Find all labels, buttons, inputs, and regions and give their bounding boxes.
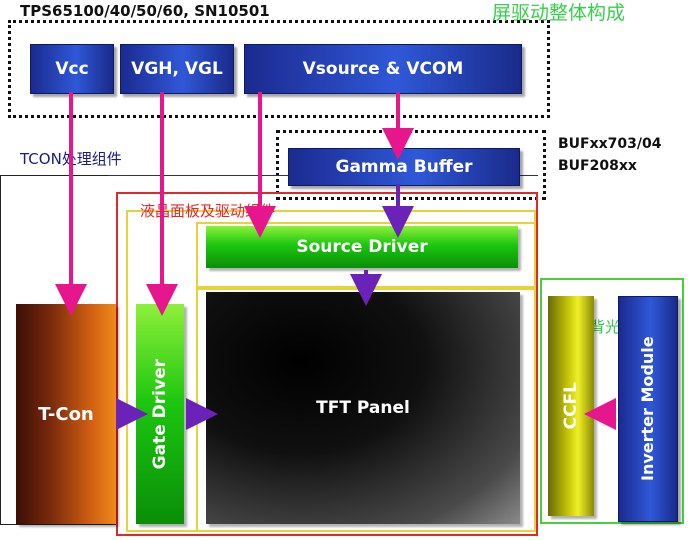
power-group-dashed-box [8, 20, 550, 118]
inverter-module-block: Inverter Module [618, 296, 678, 522]
top-left-label: TPS65100/40/50/60, SN10501 [20, 2, 270, 20]
backlight-region-frame [540, 278, 684, 524]
vgh-vgl-block: VGH, VGL [120, 44, 234, 94]
top-right-title: 屏驱动整体构成 [492, 2, 626, 24]
tft-panel-label: TFT Panel [316, 398, 410, 418]
buf-label-1: BUFxx703/04 [558, 136, 662, 152]
tcon-block: T-Con [16, 304, 116, 524]
tcon-region-frame [0, 175, 118, 525]
vsource-vcom-block: Vsource & VCOM [244, 44, 522, 94]
tft-panel-block: TFT Panel [206, 292, 520, 524]
tcon-block-label: T-Con [38, 403, 94, 425]
gamma-buffer-block: Gamma Buffer [288, 148, 520, 186]
lcd-label: 液晶面板及驱动组件 [140, 202, 276, 220]
lcd-region-frame [116, 192, 538, 536]
buf-label-2: BUF208xx [558, 158, 637, 174]
